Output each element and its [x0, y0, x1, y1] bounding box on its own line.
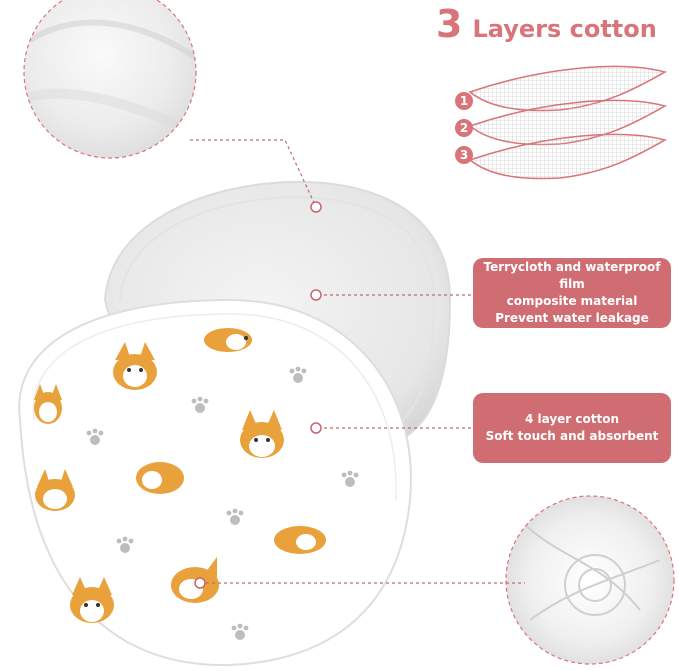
paw-print-icon: [116, 536, 134, 553]
paw-print-icon: [289, 366, 307, 383]
muslin-texture-magnifier: [505, 495, 675, 665]
paw-print-icon: [226, 508, 244, 525]
section-title: 3 Layers cotton: [436, 2, 657, 51]
title-text: Layers cotton: [472, 15, 657, 43]
title-number: 3: [436, 2, 463, 46]
corgi-icons: [34, 328, 326, 623]
paw-print-icon: [231, 623, 249, 640]
corgi-icon: [204, 328, 252, 352]
corgi-icon: [136, 462, 184, 494]
paw-print-icons: [86, 366, 359, 640]
terry-texture-magnifier: [23, 0, 197, 159]
corgi-icon: [34, 384, 62, 424]
leader-lines: [190, 139, 525, 584]
callout-line: composite material: [506, 294, 638, 308]
marker-dot: [310, 201, 322, 213]
corgi-icon: [274, 526, 326, 554]
corgi-icon: [113, 342, 157, 390]
callout-cotton: 4 layer cotton Soft touch and absorbent: [473, 393, 671, 463]
paw-print-icon: [86, 428, 104, 445]
muslin-pad: [18, 298, 412, 667]
layer-number-3: 3: [455, 146, 473, 164]
corgi-icon: [70, 577, 114, 623]
marker-dot: [194, 577, 206, 589]
callout-line: 4 layer cotton: [524, 412, 620, 426]
callout-line: Prevent water leakage: [495, 311, 649, 325]
paw-print-icon: [191, 396, 209, 413]
marker-dot: [310, 289, 322, 301]
callout-line: Terrycloth and waterproof film: [483, 260, 661, 291]
layer-number-2: 2: [455, 119, 473, 137]
layers-diagram: [468, 65, 667, 180]
leader-markers: [194, 201, 322, 589]
marker-dot: [310, 422, 322, 434]
paw-print-icon: [341, 470, 359, 487]
layer-number-1: 1: [455, 92, 473, 110]
callout-line: Soft touch and absorbent: [485, 429, 659, 443]
corgi-icon: [240, 410, 284, 458]
callout-terrycloth: Terrycloth and waterproof film composite…: [473, 258, 671, 328]
corgi-icon: [35, 469, 75, 511]
